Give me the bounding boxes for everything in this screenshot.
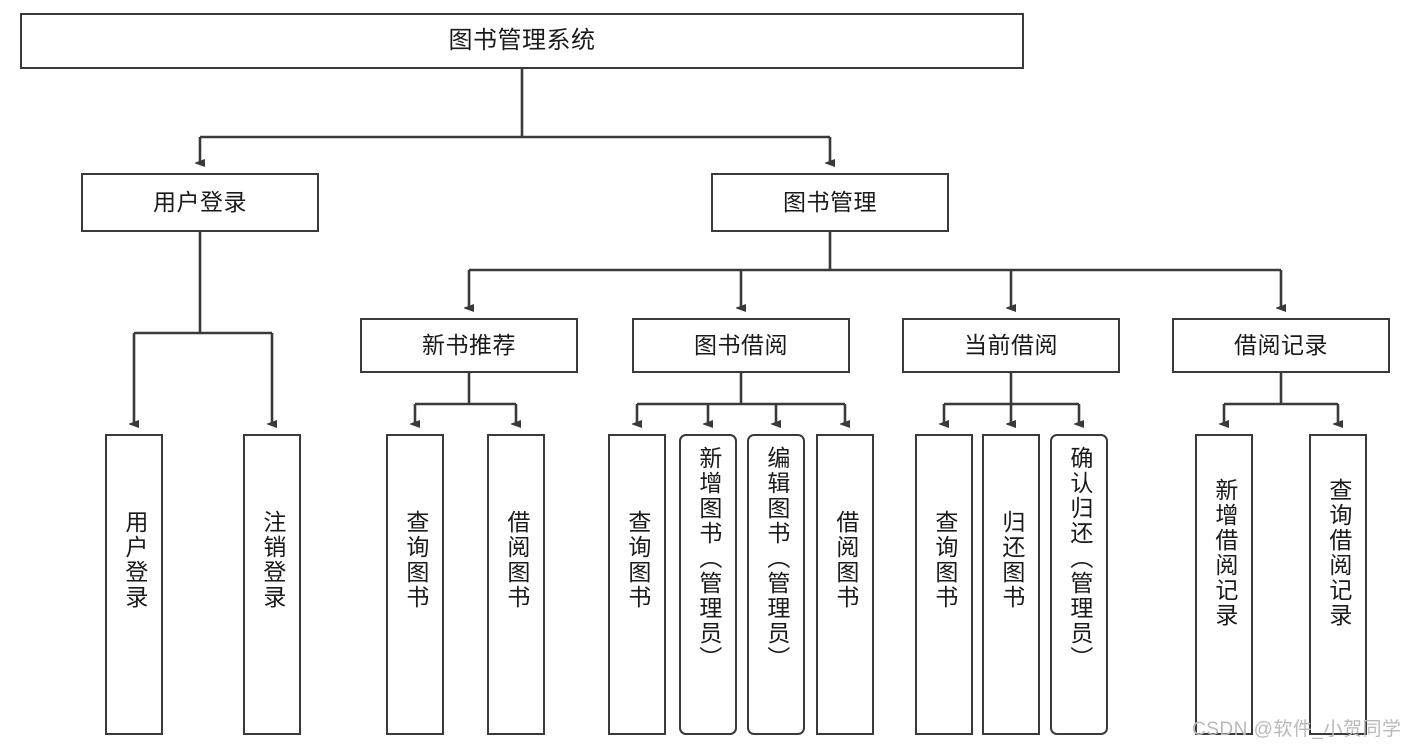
node-leaf-confirm-return-label: 确认归还（管理员） [1066, 446, 1093, 671]
node-leaf-query-book-borrow[interactable]: 查询图书 [608, 434, 666, 735]
node-leaf-query-record-label: 查询借阅记录 [1325, 478, 1352, 628]
node-book-borrow[interactable]: 图书借阅 [632, 318, 850, 373]
node-leaf-user-logout[interactable]: 注销登录 [243, 434, 301, 735]
node-leaf-user-logout-label: 注销登录 [259, 510, 286, 610]
node-book-manage[interactable]: 图书管理 [711, 173, 949, 232]
node-leaf-return-book-label: 归还图书 [998, 510, 1025, 610]
node-book-borrow-label: 图书借阅 [694, 331, 788, 358]
node-current-borrow-label: 当前借阅 [964, 331, 1058, 358]
node-leaf-query-book-borrow-label: 查询图书 [624, 510, 651, 610]
csdn-watermark: CSDN @软件_小贺同学 [1192, 719, 1402, 740]
node-leaf-confirm-return[interactable]: 确认归还（管理员） [1050, 434, 1108, 735]
node-root[interactable]: 图书管理系统 [20, 13, 1024, 69]
node-leaf-add-record[interactable]: 新增借阅记录 [1195, 434, 1253, 735]
node-borrow-records[interactable]: 借阅记录 [1172, 318, 1390, 373]
node-leaf-add-record-label: 新增借阅记录 [1211, 478, 1238, 628]
node-leaf-borrow-book-rec-label: 借阅图书 [503, 510, 530, 610]
node-leaf-user-login[interactable]: 用户登录 [105, 434, 163, 735]
node-new-book-recommend[interactable]: 新书推荐 [360, 318, 578, 373]
node-book-manage-label: 图书管理 [783, 188, 877, 215]
node-current-borrow[interactable]: 当前借阅 [902, 318, 1120, 373]
node-leaf-borrow-book-rec[interactable]: 借阅图书 [487, 434, 545, 735]
node-leaf-add-book-label: 新增图书（管理员） [695, 446, 722, 671]
node-leaf-query-record[interactable]: 查询借阅记录 [1309, 434, 1367, 735]
node-leaf-borrow-book-label: 借阅图书 [832, 510, 859, 610]
node-root-label: 图书管理系统 [448, 26, 596, 54]
node-new-book-recommend-label: 新书推荐 [422, 331, 516, 358]
node-leaf-query-book-rec[interactable]: 查询图书 [386, 434, 444, 735]
node-borrow-records-label: 借阅记录 [1234, 331, 1328, 358]
node-leaf-borrow-book[interactable]: 借阅图书 [816, 434, 874, 735]
node-leaf-query-book-cur[interactable]: 查询图书 [915, 434, 973, 735]
node-leaf-add-book[interactable]: 新增图书（管理员） [679, 434, 737, 735]
node-leaf-edit-book[interactable]: 编辑图书（管理员） [747, 434, 805, 735]
node-leaf-query-book-cur-label: 查询图书 [931, 510, 958, 610]
node-leaf-query-book-rec-label: 查询图书 [402, 510, 429, 610]
node-user-login[interactable]: 用户登录 [81, 173, 319, 232]
node-leaf-return-book[interactable]: 归还图书 [982, 434, 1040, 735]
node-leaf-user-login-label: 用户登录 [121, 510, 148, 610]
node-user-login-label: 用户登录 [153, 188, 247, 215]
node-leaf-edit-book-label: 编辑图书（管理员） [763, 446, 790, 671]
